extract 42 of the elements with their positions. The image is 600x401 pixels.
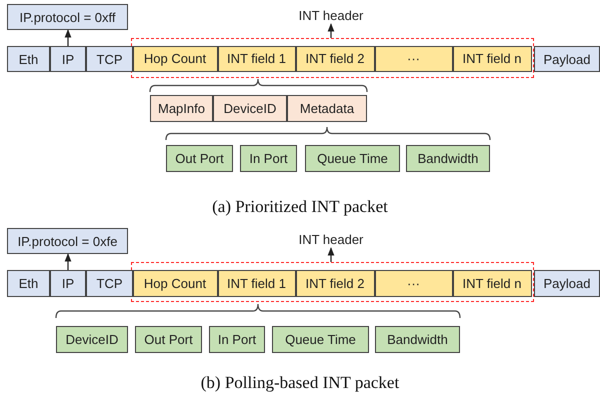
metadata-field: In Port [209,326,265,353]
header-field: TCP [86,46,133,72]
metadata-field: Queue Time [272,326,369,353]
int-field: INT field 1 [218,46,296,72]
header-field: IP.protocol = 0xff [7,4,128,30]
dashed-region [131,38,534,78]
metadata-field: Out Port [166,145,233,172]
int-field: INT field 2 [296,46,374,72]
sub-field: MapInfo [150,95,213,122]
int-field: INT field 2 [296,270,374,296]
int-field: Hop Count [132,46,218,72]
int-field: ··· [374,270,452,296]
arrow [328,247,334,262]
metadata-field: Queue Time [305,145,400,172]
arrow [328,23,334,38]
metadata-field: In Port [240,145,297,172]
header-label: INT header [290,230,372,248]
arrow [64,29,72,46]
header-field: Payload [534,270,600,297]
caption: (b) Polling-based INT packet [200,372,400,394]
metadata-field: Bandwidth [375,326,460,353]
metadata-field: Bandwidth [406,145,490,172]
header-field: IP.protocol = 0xfe [7,228,128,254]
int-field: INT field n [452,46,532,72]
header-label: INT header [290,6,372,24]
header-field: IP [50,46,86,72]
sub-field: DeviceID [213,95,287,122]
header-field: Eth [7,46,50,72]
int-field: Hop Count [132,270,218,296]
arrow [64,253,72,270]
header-field: Eth [7,270,50,297]
int-field: ··· [374,46,452,72]
int-field: INT field 1 [218,270,296,296]
int-field: INT field n [452,270,532,296]
metadata-field: DeviceID [56,326,128,353]
header-field: IP [50,270,86,297]
header-field: Payload [534,46,600,72]
metadata-field: Out Port [135,326,202,353]
caption: (a) Prioritized INT packet [212,196,388,218]
sub-field: Metadata [287,95,367,122]
header-field: TCP [86,270,133,297]
dashed-region [131,262,534,302]
